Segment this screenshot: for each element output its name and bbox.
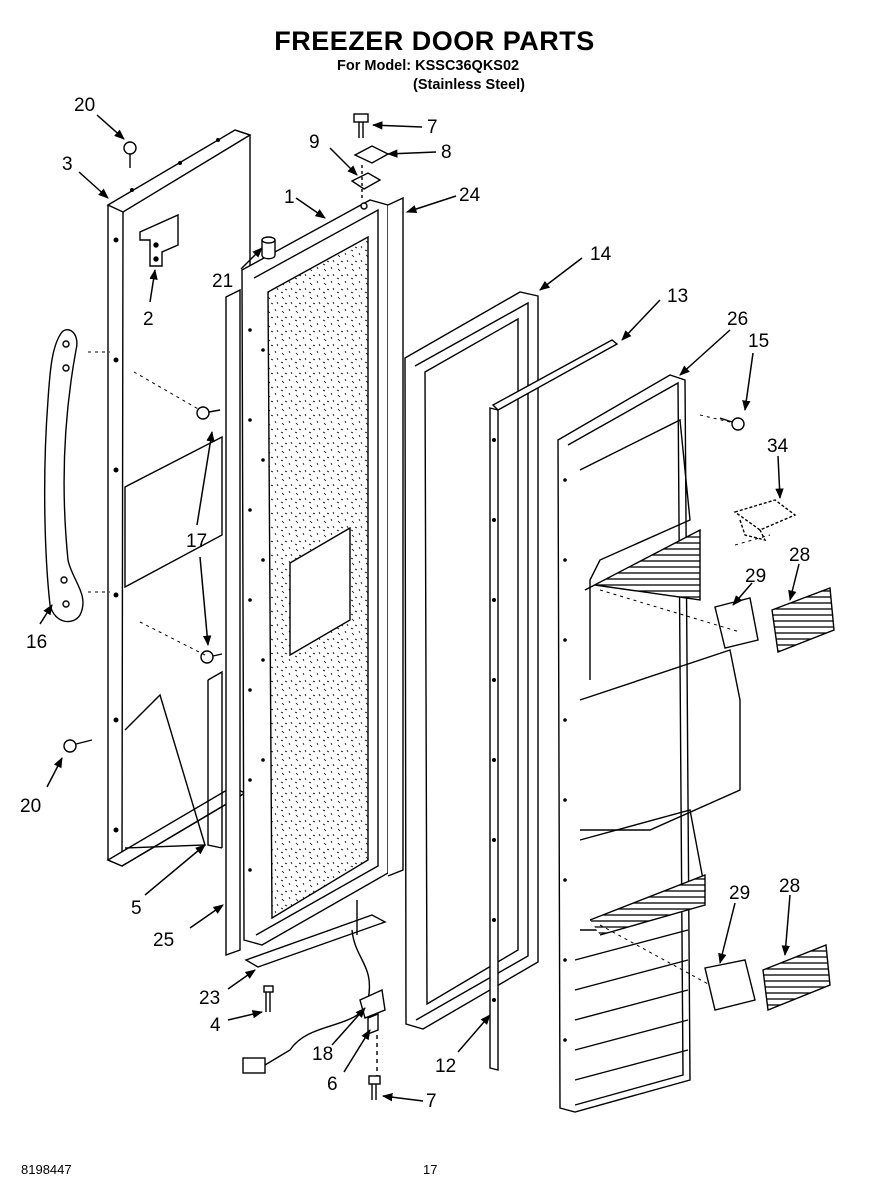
shelf-end-29a — [714, 597, 759, 649]
callout-21: 21 — [212, 271, 233, 292]
callout-15: 15 — [748, 331, 769, 352]
callout-16: 16 — [26, 632, 47, 653]
callout-26: 26 — [727, 309, 748, 330]
callout-24: 24 — [459, 185, 481, 206]
side-strip — [387, 196, 404, 877]
callout-1: 1 — [284, 187, 295, 208]
inner-door-liner — [241, 199, 389, 946]
plug-part — [261, 236, 276, 260]
callout-6: 6 — [327, 1074, 338, 1095]
callout-28-top: 28 — [789, 545, 810, 566]
callout-28-bottom: 28 — [779, 876, 800, 897]
callout-20-bottom: 20 — [20, 796, 41, 817]
page-title: FREEZER DOOR PARTS — [274, 26, 595, 56]
callout-3: 3 — [62, 154, 73, 175]
door-gasket — [404, 291, 539, 1030]
shelf-rail-28b — [762, 944, 831, 1011]
bracket-part — [139, 213, 179, 267]
door-liner-with-shelves — [557, 374, 741, 1113]
callout-18: 18 — [312, 1044, 333, 1065]
vertical-strip — [225, 288, 241, 956]
screw-17-bottom — [200, 650, 223, 664]
page-number: 17 — [423, 1162, 438, 1177]
shelf-rail-28a — [771, 587, 835, 653]
model-line: For Model: KSSC36QKS02 — [337, 58, 520, 74]
finish-line: (Stainless Steel) — [413, 77, 526, 93]
screw-15 — [719, 417, 745, 431]
lower-sheet — [124, 693, 206, 849]
callout-23: 23 — [199, 988, 220, 1009]
label-decal — [124, 435, 223, 589]
callout-4: 4 — [210, 1015, 221, 1036]
callout-8: 8 — [441, 142, 452, 163]
lower-hinge-wiring — [242, 900, 387, 1100]
callout-labels: 20 3 2 16 17 20 5 25 23 4 18 6 7 1 21 9 … — [20, 95, 810, 1112]
screw-20-top — [123, 141, 137, 168]
screw-20-bottom — [63, 739, 93, 753]
callout-5: 5 — [131, 898, 142, 919]
callout-29-top: 29 — [745, 566, 766, 587]
shelf-end-29b — [704, 959, 756, 1011]
callout-9: 9 — [309, 132, 320, 153]
callout-34: 34 — [767, 436, 789, 457]
callout-2: 2 — [143, 309, 154, 330]
top-hinge-assembly — [350, 113, 390, 210]
callout-7-bottom: 7 — [426, 1091, 437, 1112]
callout-20-top: 20 — [74, 95, 95, 116]
callout-25: 25 — [153, 930, 174, 951]
callout-17: 17 — [186, 531, 207, 552]
callout-14: 14 — [590, 244, 612, 265]
leader-lines — [39, 114, 800, 1102]
screw-17-top — [196, 406, 221, 420]
callout-12: 12 — [435, 1056, 456, 1077]
callout-29-bottom: 29 — [729, 883, 750, 904]
callout-13: 13 — [667, 286, 688, 307]
breaker-strip — [489, 339, 619, 1071]
document-number: 8198447 — [21, 1162, 72, 1177]
callout-7-top: 7 — [427, 117, 438, 138]
shelf-clip-34 — [733, 499, 797, 542]
door-handle — [43, 329, 84, 623]
